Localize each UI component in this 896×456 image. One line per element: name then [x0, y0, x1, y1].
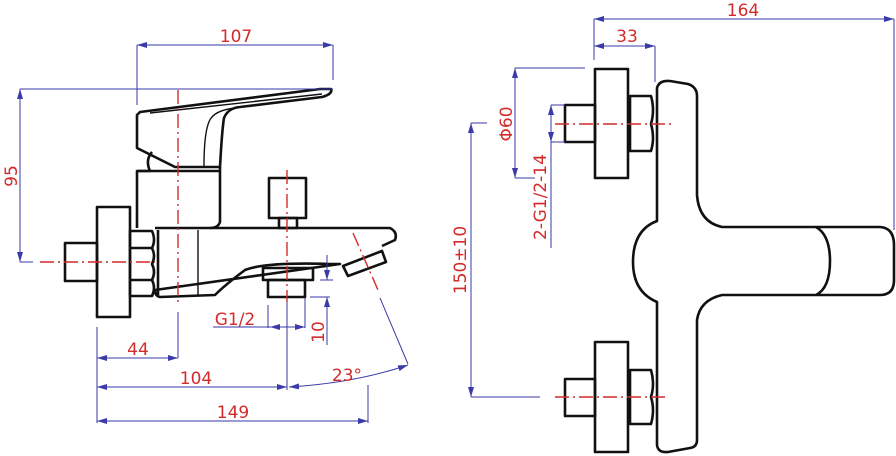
- handle-lever: [135, 87, 333, 169]
- dim-label-95: 95: [2, 165, 22, 187]
- dim-label-107: 107: [220, 27, 252, 47]
- extension-line: [379, 297, 409, 365]
- handle-edge-line: [149, 93, 323, 114]
- dim-label-10: 10: [309, 321, 329, 343]
- dim-label-104: 104: [180, 369, 212, 389]
- dim-label-phi60: Φ60: [497, 106, 517, 141]
- dim-label-thread: 2-G1/2-14: [531, 154, 551, 240]
- handle-inner-line: [203, 107, 236, 167]
- centerline: [352, 232, 379, 291]
- dim-label-44: 44: [127, 340, 149, 360]
- lever-end-line: [815, 225, 832, 297]
- side-view: 107 95 44 104 149 G1/2 10 23°: [2, 27, 409, 424]
- dim-label-164: 164: [727, 1, 759, 21]
- diverter-stem: [277, 216, 299, 230]
- dim-label-angle: 23°: [332, 366, 362, 386]
- hex-nut: [128, 229, 156, 298]
- dim-label-spacing: 150±10: [451, 226, 471, 294]
- dim-label-g12: G1/2: [215, 310, 256, 330]
- front-view: 164 33 Φ60 2-G1/2-14 150±10: [451, 1, 896, 454]
- spout: [153, 226, 398, 299]
- dim-label-149: 149: [217, 403, 249, 423]
- dim-label-33: 33: [616, 27, 638, 47]
- shower-outlet: [341, 249, 388, 278]
- mixer-body-front: [631, 79, 896, 454]
- angle-arc: [288, 364, 409, 390]
